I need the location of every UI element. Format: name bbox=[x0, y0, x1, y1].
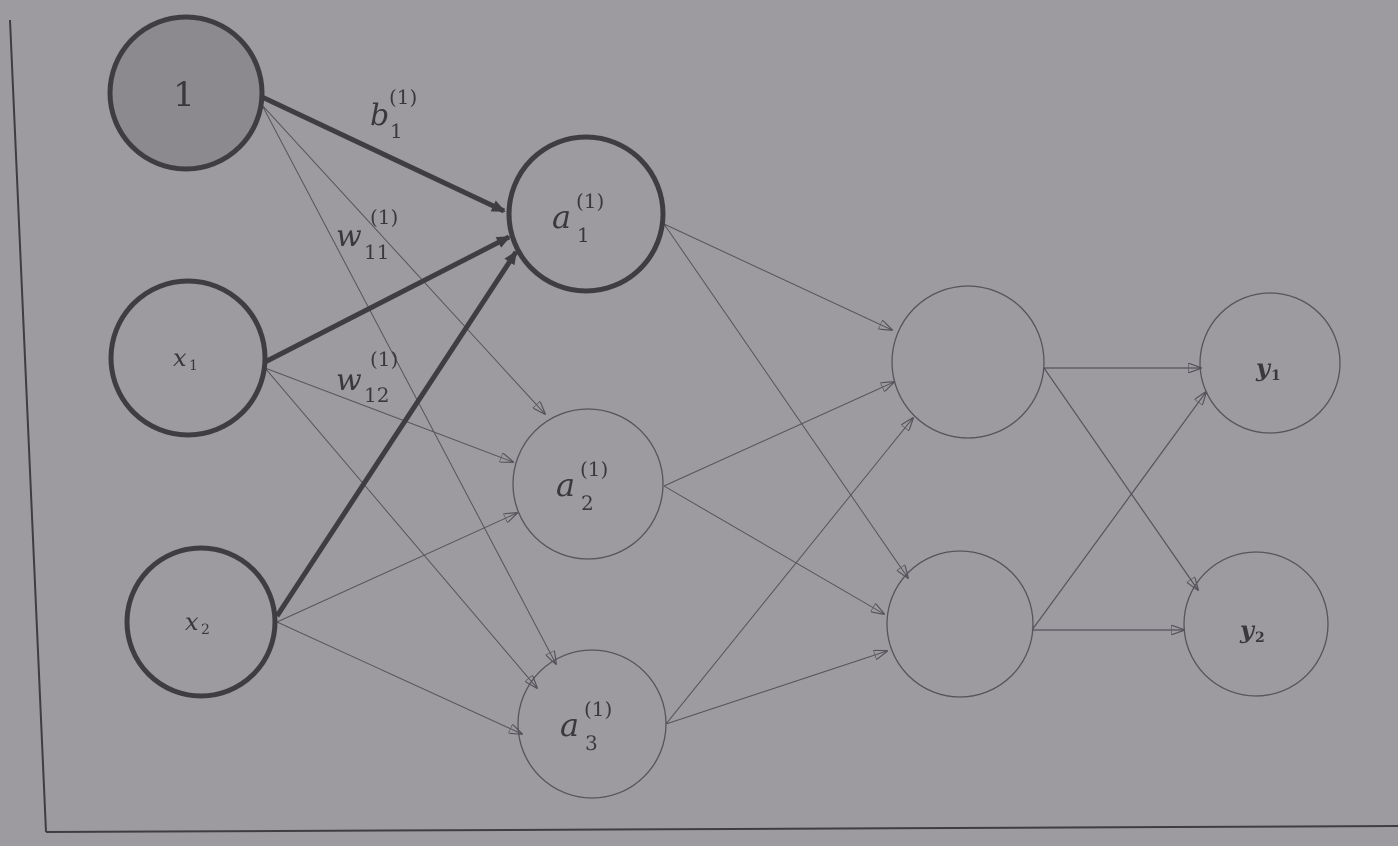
y2-label: y 2 bbox=[1239, 615, 1265, 646]
edge-h1-y2 bbox=[1043, 367, 1198, 590]
bold-edges-into-a1 bbox=[260, 94, 519, 618]
y1-sub: 1 bbox=[1271, 368, 1281, 384]
a1-sup: (1) bbox=[576, 189, 604, 213]
edge-a1-h2 bbox=[663, 223, 908, 578]
edge-x1-a3 bbox=[264, 367, 537, 688]
y2-sub: 2 bbox=[1255, 630, 1265, 646]
edge-bias-a3 bbox=[261, 104, 556, 664]
y2-node bbox=[1183, 551, 1329, 697]
a3-main: a bbox=[560, 706, 579, 744]
w12-sub: 12 bbox=[364, 383, 389, 407]
x1-main: x bbox=[173, 344, 187, 372]
a3-sup: (1) bbox=[584, 697, 612, 721]
a1-node bbox=[506, 134, 666, 294]
output-layer bbox=[1183, 292, 1341, 697]
edge-a3-h2 bbox=[665, 651, 887, 725]
x2-main: x bbox=[185, 608, 199, 636]
frame-left-edge bbox=[9, 19, 47, 833]
a3-sub: 3 bbox=[585, 731, 598, 755]
y1-label: y 1 bbox=[1255, 353, 1281, 384]
b1-main: b bbox=[370, 98, 389, 133]
w11-sup: (1) bbox=[370, 205, 398, 229]
b1-edge-label: b 1 (1) bbox=[370, 85, 417, 143]
thin-edges-hidden1-to-hidden2 bbox=[663, 223, 913, 725]
edge-x2-a2 bbox=[276, 513, 517, 623]
thin-edges-hidden2-to-output bbox=[1031, 367, 1206, 631]
a3-label: a 3 (1) bbox=[560, 697, 612, 755]
x1-label: x 1 bbox=[173, 344, 198, 374]
edge-bias-a1 bbox=[260, 94, 506, 214]
edge-a1-h1 bbox=[663, 223, 892, 330]
a2-label: a 2 (1) bbox=[556, 457, 608, 515]
a3-node bbox=[517, 649, 667, 799]
edge-a2-h2 bbox=[663, 485, 884, 614]
x2-sub: 2 bbox=[201, 622, 210, 638]
x2-label: x 2 bbox=[185, 608, 210, 638]
hidden-layer-2 bbox=[886, 285, 1045, 698]
y1-main: y bbox=[1255, 353, 1272, 382]
hidden2-node-2 bbox=[886, 550, 1034, 698]
bias-node bbox=[107, 14, 265, 172]
a2-sub: 2 bbox=[581, 491, 594, 515]
y1-node bbox=[1199, 292, 1341, 434]
x2-node bbox=[124, 545, 278, 699]
edge-x1-a2 bbox=[264, 367, 513, 462]
a2-sup: (1) bbox=[580, 457, 608, 481]
y2-main: y bbox=[1239, 615, 1256, 644]
hidden2-node-1 bbox=[891, 285, 1045, 439]
w12-edge-label: w 12 (1) bbox=[336, 347, 398, 407]
edge-h2-y1 bbox=[1031, 392, 1206, 631]
edge-x2-a3 bbox=[276, 621, 522, 734]
w12-sup: (1) bbox=[370, 347, 398, 371]
bias-label: 1 bbox=[173, 75, 195, 115]
b1-sup: (1) bbox=[389, 85, 417, 109]
b1-sub: 1 bbox=[390, 119, 403, 143]
x1-sub: 1 bbox=[189, 358, 198, 374]
input-layer bbox=[107, 14, 278, 699]
frame-bottom-edge bbox=[45, 825, 1398, 833]
edge-x1-a1 bbox=[263, 234, 511, 365]
a1-label: a 1 (1) bbox=[552, 189, 604, 247]
w11-edge-label: w 11 (1) bbox=[336, 205, 398, 264]
a1-main: a bbox=[552, 198, 571, 236]
edge-bias-a2 bbox=[261, 104, 545, 414]
edge-x2-a1 bbox=[274, 250, 519, 618]
x1-node bbox=[108, 278, 268, 438]
w11-main: w bbox=[336, 219, 362, 254]
edge-a3-h1 bbox=[665, 418, 913, 725]
thin-edges-input-to-hidden bbox=[261, 104, 556, 734]
w11-sub: 11 bbox=[364, 240, 389, 264]
w12-main: w bbox=[336, 363, 362, 398]
a1-sub: 1 bbox=[577, 223, 590, 247]
a2-node bbox=[512, 408, 664, 560]
hidden-layer-1 bbox=[506, 134, 667, 799]
a2-main: a bbox=[556, 466, 575, 504]
edge-a2-h1 bbox=[663, 382, 894, 487]
